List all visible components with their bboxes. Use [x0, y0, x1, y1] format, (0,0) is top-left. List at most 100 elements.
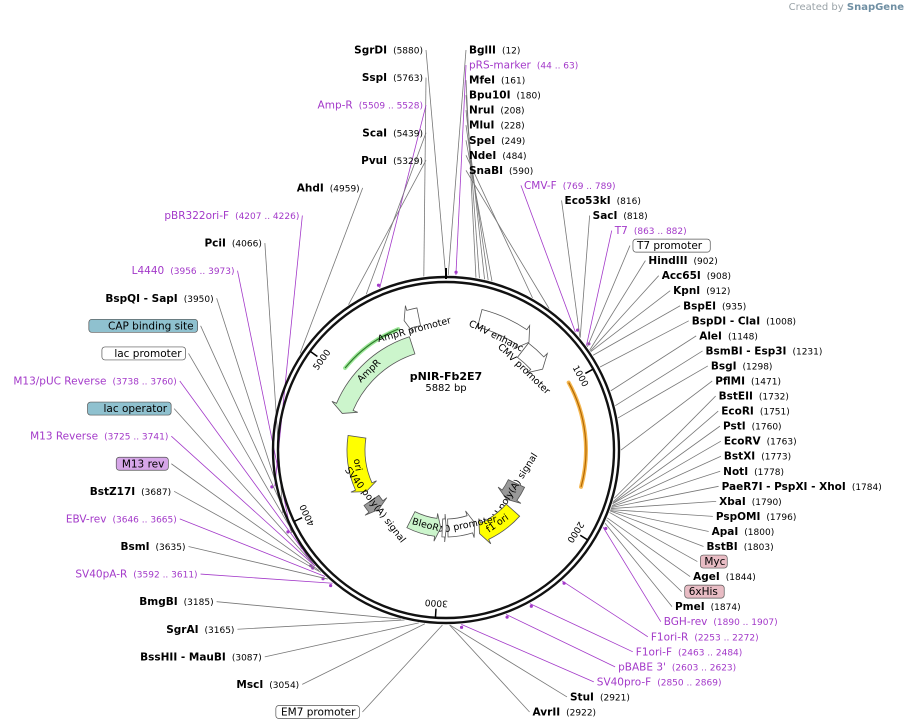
feature-tag — [275, 705, 360, 719]
feature-sv40-poly-a-signal — [363, 494, 388, 516]
enzyme-label: MfeI(161) — [469, 75, 525, 87]
enzyme-label: SpeI(249) — [469, 135, 525, 147]
leader-line — [611, 485, 719, 508]
feature-sv40-promoter — [447, 510, 475, 538]
primer-mark — [270, 485, 274, 489]
primer-label: pBABE 3'(2603 .. 2623) — [618, 661, 736, 673]
leader-line — [173, 408, 314, 565]
enzyme-label: PvuI(5329) — [361, 155, 423, 167]
enzyme-label: BglII(12) — [469, 45, 520, 57]
leader-line — [465, 170, 550, 309]
leader-line — [365, 132, 427, 295]
primer-label: BGH-rev(1890 .. 1907) — [664, 616, 778, 628]
leader-line — [188, 353, 308, 557]
enzyme-label: BstEII(1732) — [719, 391, 789, 403]
primer-label: pBR322ori-F(4207 .. 4226) — [164, 210, 299, 222]
primer-label: M13/pUC Reverse(3738 .. 3760) — [13, 376, 176, 388]
enzyme-label: BstZ17I(3687) — [90, 486, 171, 498]
enzyme-label: BspDI - ClaI(1008) — [692, 315, 796, 327]
leader-line — [589, 260, 646, 351]
enzyme-label: SgrAI(3165) — [166, 624, 234, 636]
enzyme-label: BspEI(935) — [683, 300, 746, 312]
feature-ampr — [331, 336, 416, 414]
feature-tag — [101, 346, 186, 361]
leader-line — [620, 380, 713, 451]
leader-line — [447, 49, 467, 276]
feature-tag-label: EM7 promoter — [281, 707, 356, 719]
leader-line — [171, 435, 316, 567]
leader-line — [455, 65, 467, 276]
enzyme-label: BstBI(1803) — [707, 541, 774, 553]
leader-line — [613, 395, 716, 499]
outer-orange-arc-core — [568, 382, 587, 488]
primer-mark — [529, 604, 533, 608]
enzyme-label: XbaI(1790) — [719, 496, 782, 508]
leader-line — [348, 160, 427, 305]
feature-cmv-promoter — [516, 342, 549, 374]
leader-line — [611, 470, 721, 507]
enzyme-label: PmeI(1874) — [675, 601, 741, 613]
primer-label: EBV-rev(3646 .. 3665) — [66, 513, 177, 525]
leader-line — [379, 105, 427, 289]
enzyme-label: PflMI(1471) — [715, 376, 781, 388]
leader-line — [610, 509, 713, 517]
tick-mark — [434, 608, 437, 618]
leader-line — [449, 624, 568, 698]
enzyme-label: BsmBI - Esp3I(1231) — [706, 345, 823, 357]
feature-tag — [684, 584, 725, 599]
enzyme-label: MscI(3054) — [236, 679, 299, 691]
leader-line — [615, 350, 703, 407]
tick-label: 5000 — [312, 348, 334, 373]
tick-label: 4000 — [298, 502, 317, 527]
leader-line — [561, 580, 649, 638]
enzyme-label: PstI(1760) — [723, 421, 782, 433]
primer-mark — [604, 526, 608, 531]
enzyme-label: ScaI(5439) — [362, 127, 423, 139]
primer-label: Amp-R(5509 .. 5528) — [318, 100, 423, 112]
tick-label: 2000 — [564, 519, 585, 544]
leader-line — [173, 490, 322, 573]
leader-line — [465, 110, 485, 280]
feature-ampr-promoter — [403, 305, 422, 333]
primer-label: T7(863 .. 882) — [614, 225, 687, 237]
enzyme-label: Eco53kI(816) — [565, 195, 641, 207]
feature-bgh-poly-a-signal — [497, 479, 526, 504]
leader-line — [610, 509, 709, 532]
feature-tag-label: Myc — [704, 556, 725, 568]
primer-mark — [376, 283, 381, 287]
primer-label: pRS-marker(44 .. 63) — [469, 60, 578, 72]
enzyme-label: NdeI(484) — [469, 150, 527, 162]
leader-line — [609, 512, 698, 562]
feature-em7-promoter — [441, 513, 447, 543]
leader-line — [612, 440, 722, 505]
tick-label: 3000 — [424, 596, 448, 607]
leader-line — [461, 623, 594, 683]
primer-label: SV40pro-F(2850 .. 2869) — [597, 676, 722, 688]
leader-line — [465, 155, 533, 299]
leader-line — [179, 518, 326, 577]
leader-line — [607, 517, 691, 577]
snapgene-credit: Created by SnapGene — [789, 2, 904, 13]
feature-ori — [346, 435, 377, 493]
primer-label: M13 Reverse(3725 .. 3741) — [30, 431, 168, 443]
leader-line — [179, 380, 314, 564]
leader-line — [449, 624, 530, 713]
leader-line — [465, 95, 480, 279]
leader-line — [529, 603, 633, 653]
leader-line — [188, 546, 328, 580]
leader-line — [610, 335, 697, 392]
leader-line — [592, 305, 681, 356]
enzyme-label: SgrDI(5880) — [354, 45, 423, 57]
primer-label: F1ori-F(2463 .. 2484) — [636, 646, 743, 658]
leader-line — [610, 500, 717, 509]
leader-line — [611, 455, 722, 506]
outer-green-arc-core — [344, 328, 399, 369]
tick-mark — [293, 516, 303, 523]
leader-line — [171, 463, 320, 571]
enzyme-label: Acc65I(908) — [662, 270, 731, 282]
leader-line — [200, 573, 333, 584]
leader-line — [302, 623, 426, 685]
primer-label: CMV-F(769 .. 789) — [524, 180, 616, 192]
leader-line — [423, 77, 427, 277]
credit-brand: SnapGene — [846, 2, 904, 13]
